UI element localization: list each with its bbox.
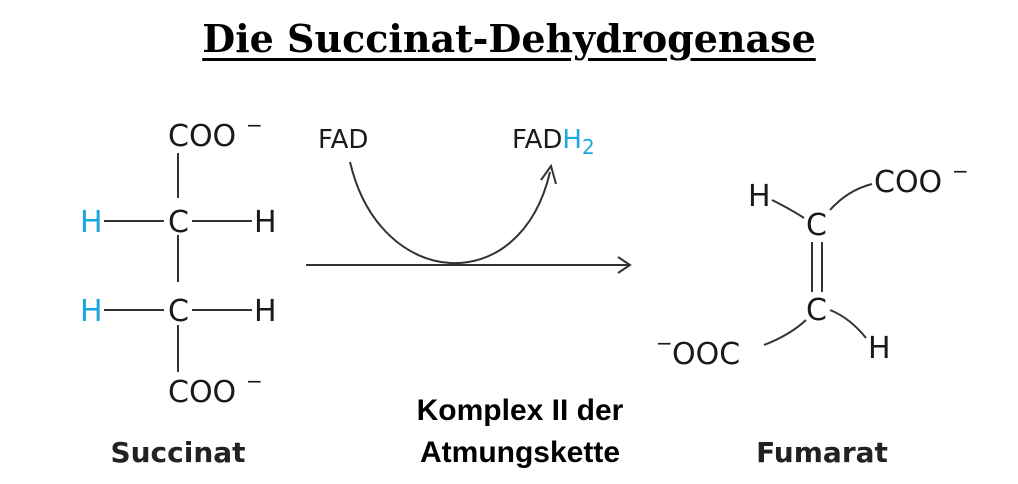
succinat-h2-left: H xyxy=(80,294,103,329)
fumarat-coo-right: COO xyxy=(874,165,942,200)
fumarat-bond-coo-right xyxy=(829,183,873,211)
fumarat-bond-h-bottom xyxy=(829,309,867,339)
fumarat-left-charge: − xyxy=(656,331,673,355)
fumarat-label: Fumarat xyxy=(756,436,888,469)
main-arrow-head xyxy=(617,256,632,274)
succinat-c1: C xyxy=(168,205,189,240)
succinat-h1-right: H xyxy=(254,205,277,240)
fumarat-bond-h-top xyxy=(771,199,805,219)
fad-label: FAD xyxy=(318,125,368,155)
fumarat-structure: H C COO − C H − OOC Fumarat xyxy=(656,159,969,469)
fumarat-h-top: H xyxy=(748,179,771,214)
fumarat-right-charge: − xyxy=(952,159,969,183)
cofactor-curve-arrow xyxy=(349,161,551,265)
fumarat-c-bottom: C xyxy=(806,293,827,328)
succinat-structure: COO − H C H H C H COO − Succinat xyxy=(80,113,277,469)
reaction-arrow-group: FAD FADH2 Komplex II der Atmungskette xyxy=(306,125,632,469)
succinat-top-charge: − xyxy=(246,113,263,137)
fumarat-ooc-left: OOC xyxy=(672,337,740,372)
enzyme-label-line2: Atmungskette xyxy=(420,436,620,469)
succinat-bottom-charge: − xyxy=(246,369,263,393)
succinat-h1-left: H xyxy=(80,205,103,240)
fumarat-bond-ooc-left xyxy=(763,319,807,346)
page-title: Die Succinat-Dehydrogenase xyxy=(202,16,816,61)
cofactor-arrow-head xyxy=(540,163,557,185)
succinat-bottom-coo: COO xyxy=(168,375,236,410)
succinat-label: Succinat xyxy=(110,436,245,469)
fumarat-c-top: C xyxy=(806,208,827,243)
succinat-h2-right: H xyxy=(254,294,277,329)
succinat-c2: C xyxy=(168,294,189,329)
succinat-top-coo: COO xyxy=(168,119,236,154)
enzyme-label-line1: Komplex II der xyxy=(417,394,624,427)
fadh2-label: FADH2 xyxy=(512,125,595,159)
fumarat-h-bottom: H xyxy=(868,331,891,366)
